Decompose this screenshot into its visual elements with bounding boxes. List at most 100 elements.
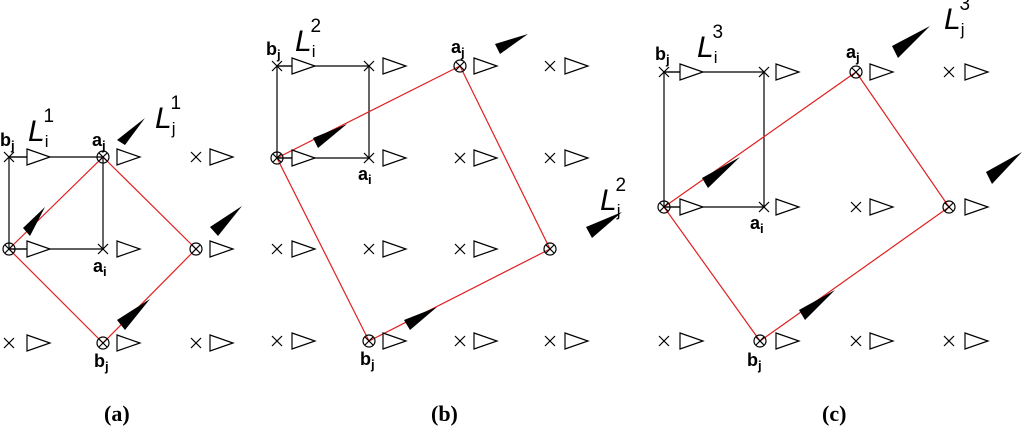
open-triangle-icon [382,149,408,167]
filled-wedge-icon [117,299,150,330]
open-triangle-icon [869,332,895,350]
panel-a: bj aj ai bj Li1 Lj1 (a) [0,93,242,426]
circle-cross-icon [942,200,956,214]
open-triangle-icon [679,198,705,216]
label-b-j-bottom: bj [747,350,762,373]
label-L-i-1: Li1 [28,106,54,151]
open-triangle-icon [473,57,499,75]
open-triangle-icon [209,334,235,352]
cross-mark-icon [271,335,283,347]
label-a-j: aj [846,42,860,65]
open-triangle-icon [473,149,499,167]
open-triangle-icon [382,240,408,258]
panel-b: bj aj ai bj Li2 Lj2 (b) [266,16,626,426]
filled-wedge-icon [404,307,437,330]
filled-wedge-icon [210,206,242,236]
cross-mark-icon [850,201,862,213]
open-triangle-icon [964,198,990,216]
circle-cross-icon [362,334,376,348]
label-L-i-2: Li2 [295,16,321,61]
label-a-j: aj [451,37,465,60]
cross-mark-icon [544,152,556,164]
open-triangle-icon [564,149,590,167]
open-triangle-icon [775,332,801,350]
black-lattice-cell [663,71,765,208]
open-triangle-icon [116,240,142,258]
label-b-j-top: bj [266,39,281,62]
filled-wedge-icon [986,152,1022,184]
cross-mark-icon [544,60,556,72]
cross-mark-icon [363,243,375,255]
label-a-i: ai [93,256,107,279]
orientation-markers-filled [702,26,1022,320]
label-L-j-3: Lj3 [944,0,970,39]
cross-mark-icon [363,152,375,164]
open-triangle-icon [473,240,499,258]
label-b-j-bottom: bj [94,351,109,374]
open-triangle-icon [964,63,990,81]
black-lattice-cell [276,65,370,159]
cross-mark-icon [943,66,955,78]
cross-mark-icon [850,335,862,347]
open-triangle-icon [116,334,142,352]
cross-mark-icon [97,243,109,255]
filled-wedge-icon [117,118,145,145]
orientation-markers-filled [23,118,242,330]
lattice-sites [2,150,203,350]
cross-mark-icon [190,151,202,163]
caption-b: (b) [431,401,458,426]
cross-mark-icon [3,337,15,349]
caption-a: (a) [104,401,130,426]
circle-cross-icon [96,336,110,350]
orientation-markers-open [26,148,235,352]
orientation-markers-open [291,57,590,350]
filled-wedge-icon [586,212,622,238]
cross-mark-icon [454,243,466,255]
open-triangle-icon [209,148,235,166]
circle-cross-icon [189,242,203,256]
open-triangle-icon [26,148,52,166]
circle-cross-icon [753,334,767,348]
label-a-j: aj [92,130,106,153]
filled-wedge-icon [23,207,45,236]
open-triangle-icon [382,57,408,75]
open-triangle-icon [26,334,52,352]
cross-mark-icon [758,201,770,213]
open-triangle-icon [209,240,235,258]
circle-cross-icon [849,65,863,79]
open-triangle-icon [869,198,895,216]
cross-mark-icon [544,335,556,347]
label-b-j-top: bj [655,44,670,67]
open-triangle-icon [869,63,895,81]
open-triangle-icon [291,240,317,258]
filled-wedge-icon [892,26,930,58]
open-triangle-icon [116,148,142,166]
open-triangle-icon [775,198,801,216]
orientation-markers-open [679,63,990,350]
filled-wedge-icon [799,290,835,320]
label-L-i-3: Li3 [697,22,723,67]
orientation-markers-filled [313,34,622,330]
filled-wedge-icon [702,157,740,188]
open-triangle-icon [291,149,317,167]
circle-cross-icon [453,59,467,73]
cross-mark-icon [758,66,770,78]
open-triangle-icon [775,63,801,81]
lattice-sites [270,59,557,348]
open-triangle-icon [473,332,499,350]
cross-mark-icon [658,335,670,347]
caption-c: (c) [822,401,846,426]
open-triangle-icon [679,63,705,81]
open-triangle-icon [291,57,317,75]
label-L-j-1: Lj1 [155,93,181,138]
open-triangle-icon [564,332,590,350]
open-triangle-icon [291,332,317,350]
open-triangle-icon [382,332,408,350]
open-triangle-icon [26,240,52,258]
red-lattice-cell [276,65,551,342]
label-b-j-top: bj [0,130,15,153]
filled-wedge-icon [313,124,347,148]
cross-mark-icon [943,335,955,347]
circle-cross-icon [543,242,557,256]
cross-mark-icon [454,335,466,347]
